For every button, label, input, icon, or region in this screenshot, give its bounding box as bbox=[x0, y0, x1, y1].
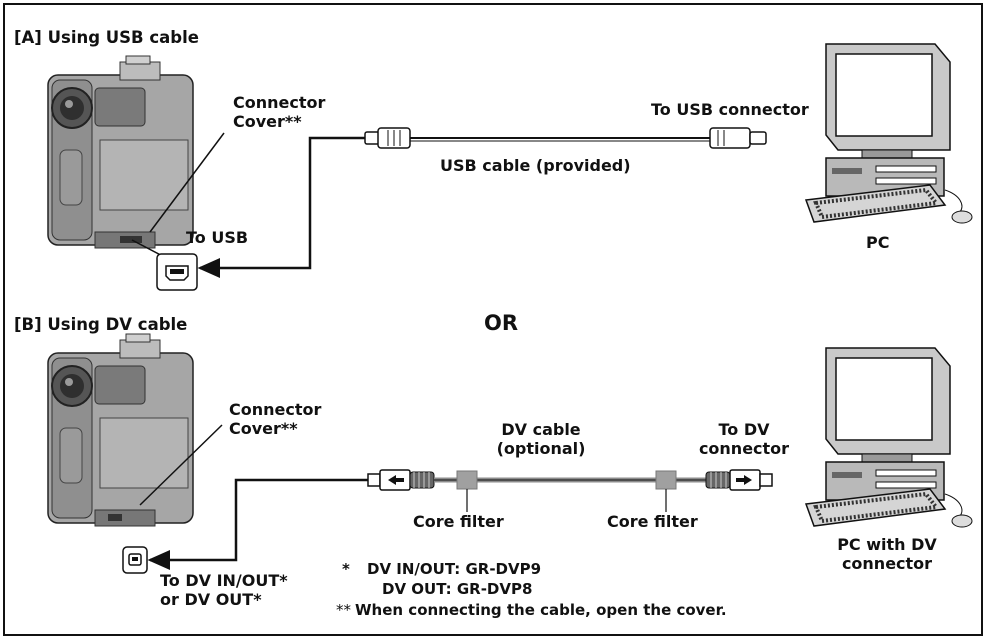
camcorder-a-icon bbox=[48, 56, 193, 248]
dv-cable-line2: (optional) bbox=[486, 439, 596, 458]
footnote-1-mark: * bbox=[342, 560, 350, 579]
connector-cover-line2: Cover** bbox=[229, 419, 321, 438]
pc-b-icon bbox=[806, 348, 972, 527]
connector-cover-line1: Connector bbox=[233, 93, 325, 112]
usb-cable-route bbox=[200, 138, 365, 268]
dv-cable-line1: DV cable bbox=[486, 420, 596, 439]
to-dv-line2: connector bbox=[696, 439, 792, 458]
footnote-2-mark: ** bbox=[336, 601, 351, 620]
to-dv-in-out-line1: To DV IN/OUT* bbox=[160, 571, 288, 590]
to-usb-connector-label: To USB connector bbox=[651, 100, 809, 119]
to-dv-in-out-label: To DV IN/OUT* or DV OUT* bbox=[160, 571, 288, 609]
pc-a-icon bbox=[806, 44, 972, 223]
connector-cover-line2: Cover** bbox=[233, 112, 325, 131]
footnote-1-line1: DV IN/OUT: GR-DVP9 bbox=[367, 560, 541, 579]
or-label: OR bbox=[484, 314, 518, 333]
pc-with-dv-line2: connector bbox=[822, 554, 952, 573]
to-usb-label: To USB bbox=[186, 228, 248, 247]
section-b-title: [B] Using DV cable bbox=[14, 315, 187, 334]
pc-with-dv-label: PC with DV connector bbox=[822, 535, 952, 573]
pc-label: PC bbox=[866, 233, 889, 252]
core-filter-label-right: Core filter bbox=[607, 512, 698, 531]
to-dv-in-out-line2: or DV OUT* bbox=[160, 590, 288, 609]
camcorder-b-icon bbox=[48, 334, 193, 526]
usb-port-icon bbox=[157, 254, 197, 290]
footnote-2-text: When connecting the cable, open the cove… bbox=[355, 601, 727, 620]
to-dv-connector-label: To DV connector bbox=[696, 420, 792, 458]
footnote-1-line2: DV OUT: GR-DVP8 bbox=[382, 580, 532, 599]
dv-port-icon bbox=[123, 547, 147, 573]
dv-cable-label: DV cable (optional) bbox=[486, 420, 596, 458]
dv-cable-icon bbox=[368, 470, 772, 490]
usb-cable-label: USB cable (provided) bbox=[440, 156, 631, 175]
pc-with-dv-line1: PC with DV bbox=[822, 535, 952, 554]
core-filter-label-left: Core filter bbox=[413, 512, 504, 531]
connector-cover-line1: Connector bbox=[229, 400, 321, 419]
usb-cable-icon bbox=[365, 128, 766, 148]
connector-cover-label-b: Connector Cover** bbox=[229, 400, 321, 438]
section-a-title: [A] Using USB cable bbox=[14, 28, 199, 47]
connector-cover-label-a: Connector Cover** bbox=[233, 93, 325, 131]
to-dv-line1: To DV bbox=[696, 420, 792, 439]
